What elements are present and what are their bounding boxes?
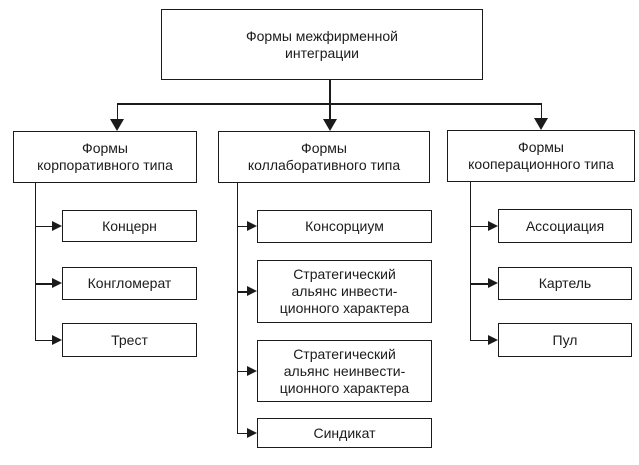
arrow-right-icon (247, 220, 257, 231)
branch-header-cooperative-forms: Формы кооперационного типа (447, 130, 635, 182)
node-concern: Концерн (62, 210, 197, 242)
arrow-right-icon (52, 220, 62, 231)
node-conglomerate: Конгломерат (62, 267, 197, 300)
arrow-right-icon (488, 220, 498, 231)
connector-line (236, 183, 238, 433)
arrow-right-icon (247, 427, 257, 438)
node-syndicate: Синдикат (257, 418, 432, 448)
node-strategic-alliance-investment: Стратегический альянс инвести- ционного … (257, 260, 432, 323)
node-consortium: Консорциум (257, 210, 432, 243)
connector-line (469, 225, 489, 227)
node-trust: Трест (62, 323, 197, 357)
connector-line (469, 283, 489, 285)
node-pool: Пул (498, 323, 632, 357)
connector-line (469, 182, 471, 340)
arrow-right-icon (488, 334, 498, 345)
connector-line (540, 103, 542, 119)
connector-line (329, 80, 331, 103)
connector-line (34, 283, 53, 285)
connector-line (236, 370, 248, 372)
connector-line (236, 432, 248, 434)
connector-line (469, 339, 489, 341)
arrow-right-icon (247, 286, 257, 296)
branch-header-collaborative-forms: Формы коллаборативного типа (218, 131, 430, 183)
node-association: Ассоциация (498, 209, 632, 243)
arrow-right-icon (488, 278, 498, 288)
arrow-right-icon (52, 334, 62, 345)
arrow-right-icon (247, 365, 257, 376)
connector-line (34, 183, 36, 340)
connector-line (236, 225, 248, 227)
arrow-right-icon (52, 278, 62, 288)
arrow-down-icon (534, 118, 548, 130)
arrow-down-icon (323, 119, 337, 131)
connector-line (34, 339, 53, 341)
connector-line (34, 225, 53, 227)
arrow-down-icon (110, 119, 124, 131)
connector-line (329, 103, 331, 119)
branch-header-corporate-forms: Формы корпоративного типа (13, 131, 197, 183)
node-cartel: Картель (498, 267, 632, 300)
connector-line (236, 291, 248, 293)
root-node: Формы межфирменной интеграции (161, 9, 483, 80)
node-strategic-alliance-non-investment: Стратегический альянс неинвести- ционног… (257, 340, 432, 402)
connector-line (116, 103, 118, 119)
